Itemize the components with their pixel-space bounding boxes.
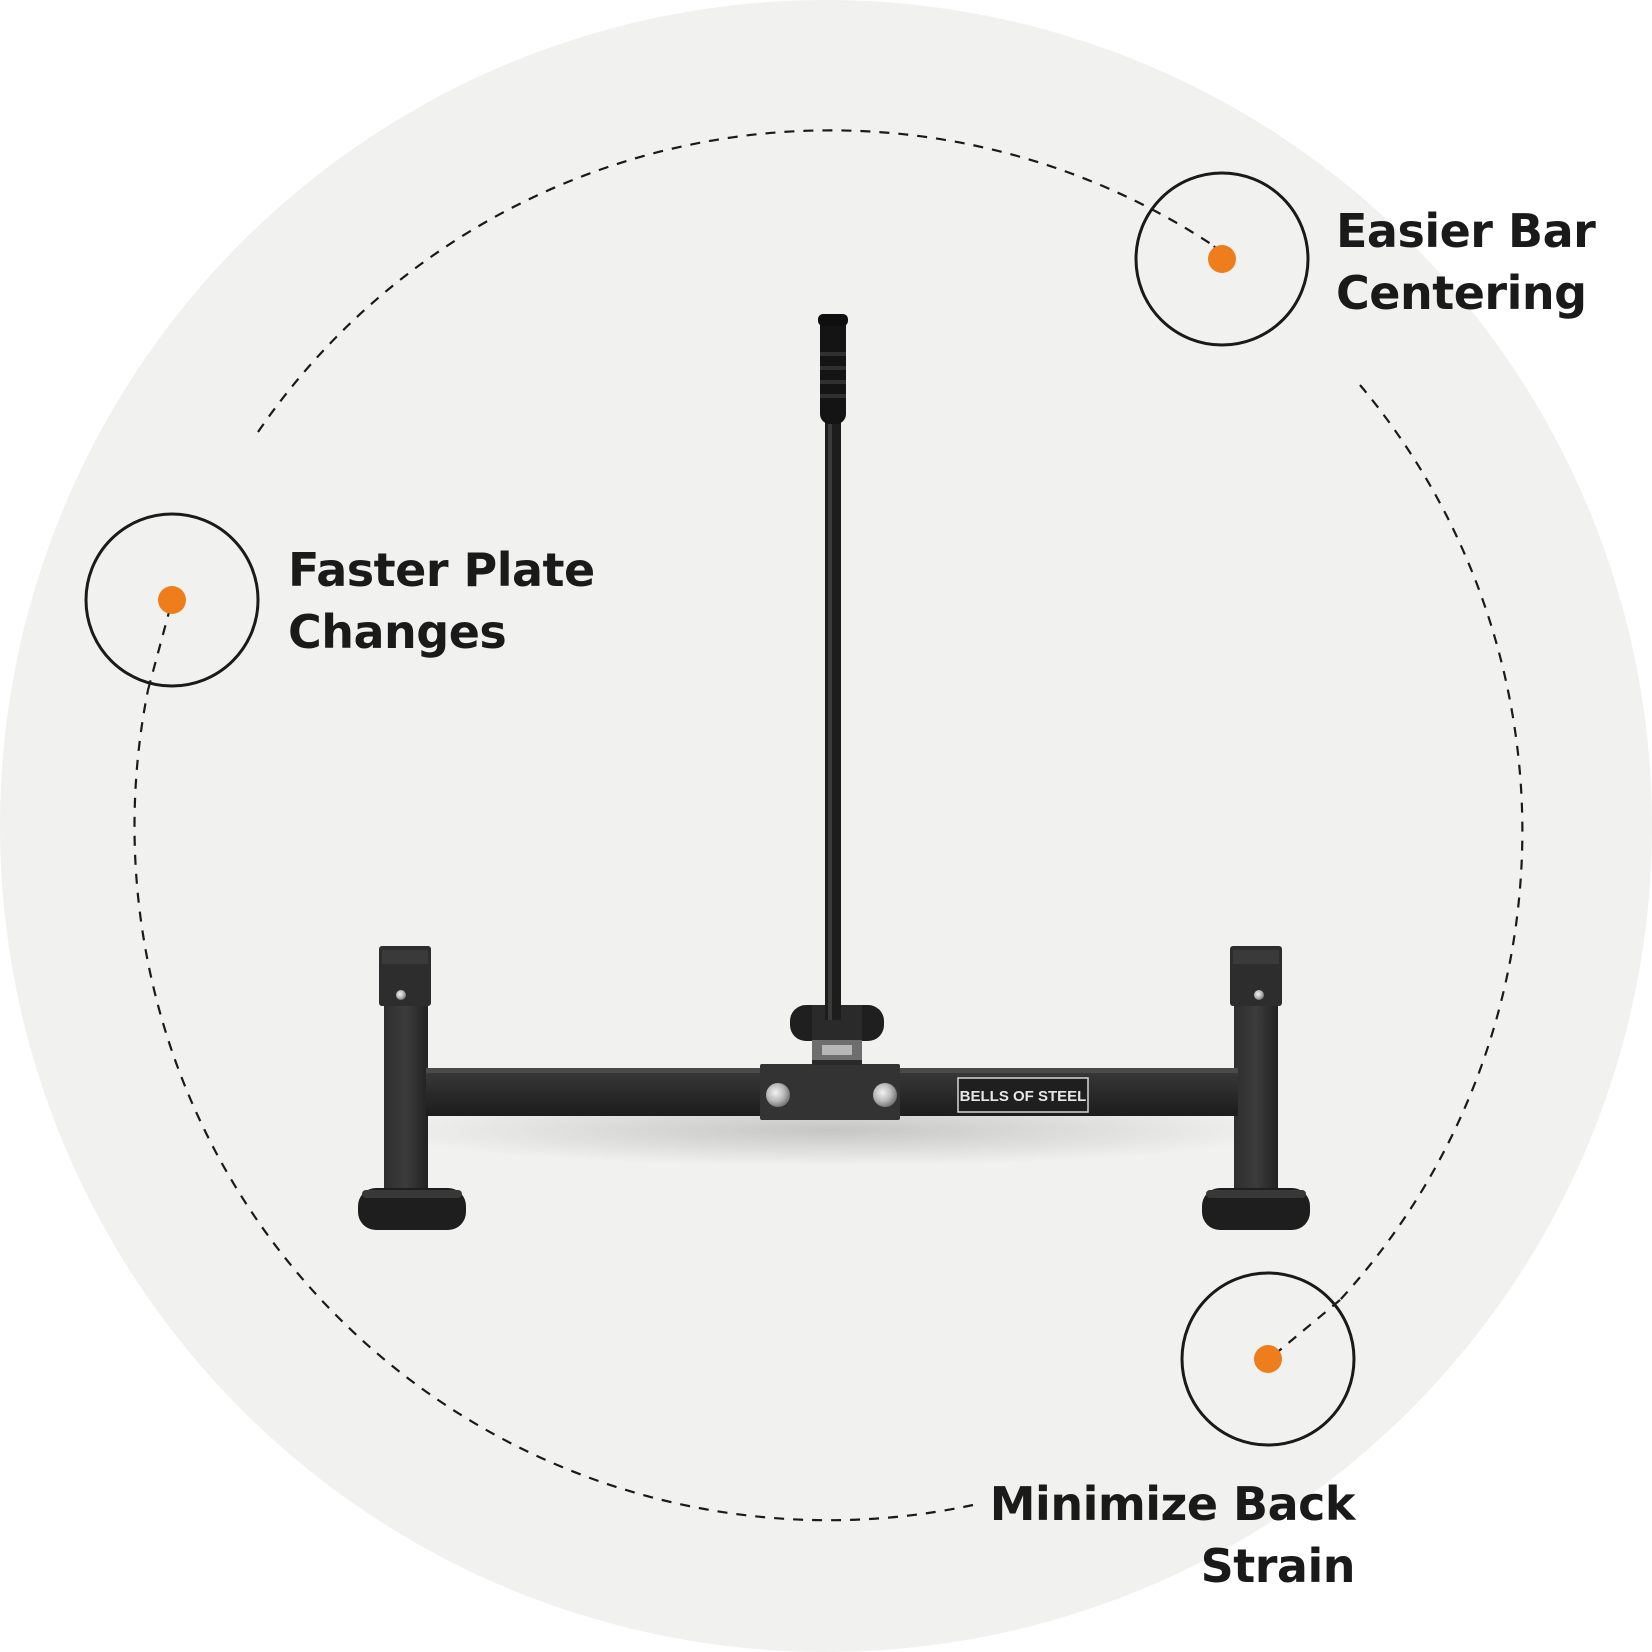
target-dot-icon (84, 512, 260, 688)
target-dot-icon (1134, 171, 1310, 347)
feature-label-line: Strain (1200, 1539, 1356, 1593)
feature-label-easier-bar-centering: Easier Bar Centering (1336, 200, 1596, 324)
feature-label-line: Changes (288, 605, 507, 659)
feature-label-minimize-back-strain: Minimize Back Strain (989, 1473, 1356, 1597)
feature-label-line: Faster Plate (288, 543, 595, 597)
feature-label-line: Centering (1336, 266, 1587, 320)
feature-label-faster-plate-changes: Faster Plate Changes (288, 539, 595, 663)
feature-label-line: Easier Bar (1336, 204, 1596, 258)
brand-plate-text: BELLS OF STEEL (960, 1088, 1087, 1105)
dashed-orbit (133, 129, 1524, 1522)
target-dot-icon (1180, 1271, 1356, 1447)
barbell-jack-image: BELLS OF STEEL (358, 314, 1310, 1230)
feature-label-line: Minimize Back (989, 1477, 1356, 1531)
